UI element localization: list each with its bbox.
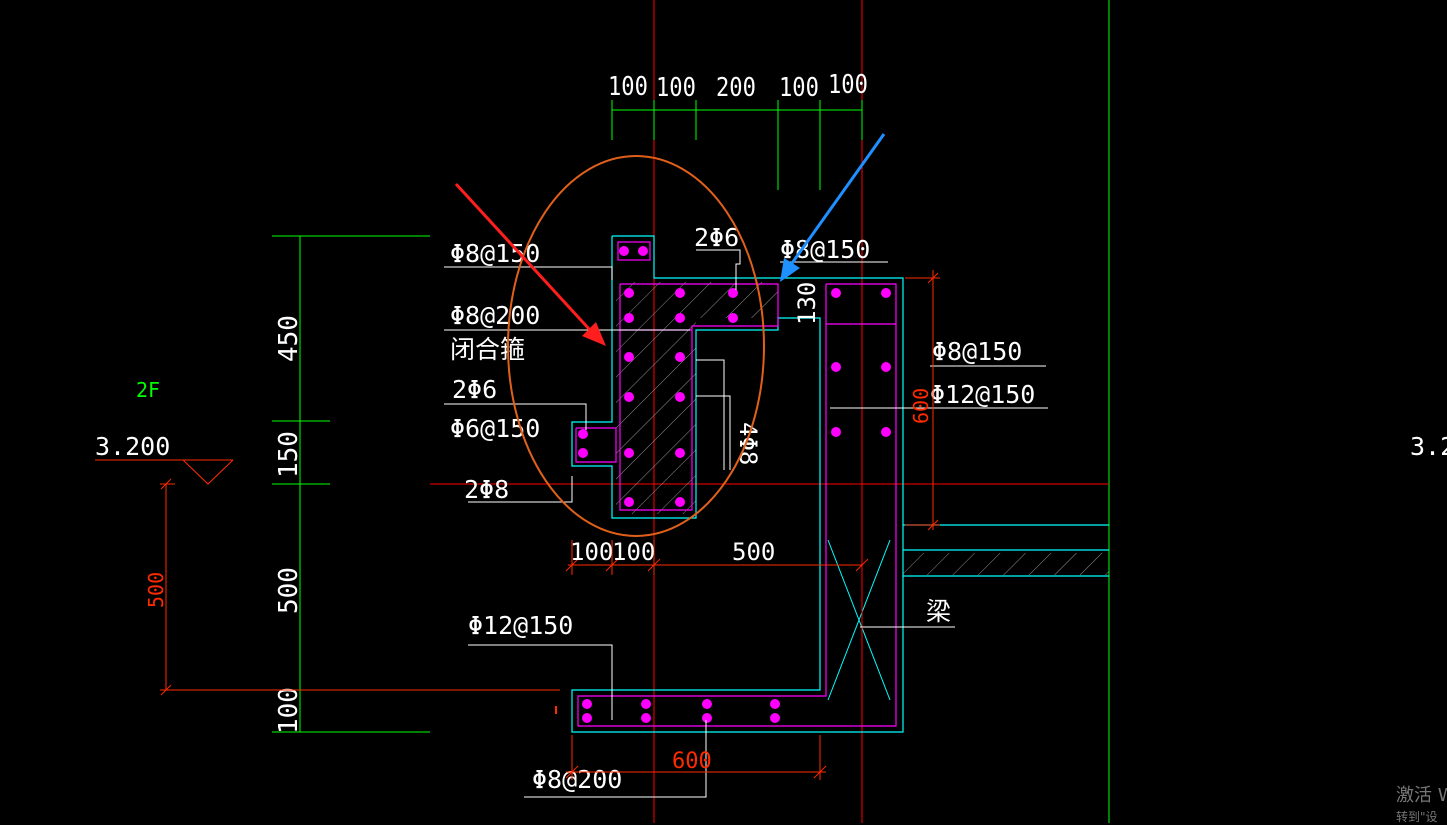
bottom-dim-600: 600	[672, 749, 712, 774]
label-phi8-150-a: Φ8@150	[450, 239, 540, 268]
red-arrow	[454, 182, 606, 346]
dim-130: 130	[793, 282, 821, 325]
bottom-dim-600-lines	[565, 735, 827, 780]
top-dim-3: 200	[716, 72, 756, 102]
red-dim-500-text: 500	[144, 572, 168, 608]
top-dim-2: 100	[656, 72, 696, 102]
label-phi12-150-right: Φ12@150	[930, 380, 1035, 409]
activation-watermark: 激活 W	[1396, 785, 1447, 806]
left-dim-500: 500	[274, 567, 304, 614]
right-dim-600-lines	[905, 270, 940, 531]
hatch-area	[616, 282, 1109, 575]
top-dim-4: 100	[779, 72, 819, 102]
bottom-dim-500: 500	[732, 538, 775, 566]
label-phi8-200: Φ8@200	[450, 301, 540, 330]
top-dim-5: 100	[828, 69, 868, 99]
floor-label: 2F	[136, 378, 160, 402]
elevation-left: 3.200	[95, 432, 170, 461]
left-dim-150: 150	[274, 431, 304, 478]
rebar-lines	[575, 241, 897, 727]
activation-watermark-sub: 转到"设	[1396, 810, 1438, 824]
red-dim-500	[160, 478, 560, 696]
top-dimension-chain	[611, 100, 863, 190]
leader-lines	[444, 249, 1048, 798]
left-dim-100: 100	[274, 687, 304, 734]
elevation-symbol	[95, 459, 234, 485]
label-beam: 梁	[926, 597, 951, 626]
left-dimension-chain	[272, 235, 430, 733]
label-phi6-150: Φ6@150	[450, 414, 540, 443]
rebar-dots	[578, 246, 891, 723]
label-phi8-200-bottom: Φ8@200	[532, 765, 622, 794]
label-2phi6-top: 2Φ6	[694, 223, 739, 252]
right-dim-600: 600	[909, 388, 933, 424]
axis-lines	[430, 0, 1110, 823]
label-closed-stirrup: 闭合箍	[450, 335, 525, 364]
bottom-dimension-chain	[565, 540, 869, 575]
left-dim-450: 450	[274, 315, 304, 362]
bottom-dim-100-a: 100	[570, 538, 613, 566]
highlight-ellipse	[507, 155, 765, 537]
label-2phi6-left: 2Φ6	[452, 375, 497, 404]
label-phi12-150-bottom: Φ12@150	[468, 611, 573, 640]
top-dim-1: 100	[608, 71, 648, 101]
beam-cross	[827, 539, 891, 701]
bottom-dim-100-b: 100	[612, 538, 655, 566]
label-phi8-150-right: Φ8@150	[932, 337, 1022, 366]
elevation-right: 3.2	[1410, 432, 1447, 461]
label-2phi8: 2Φ8	[464, 475, 509, 504]
blue-arrow	[780, 133, 886, 282]
